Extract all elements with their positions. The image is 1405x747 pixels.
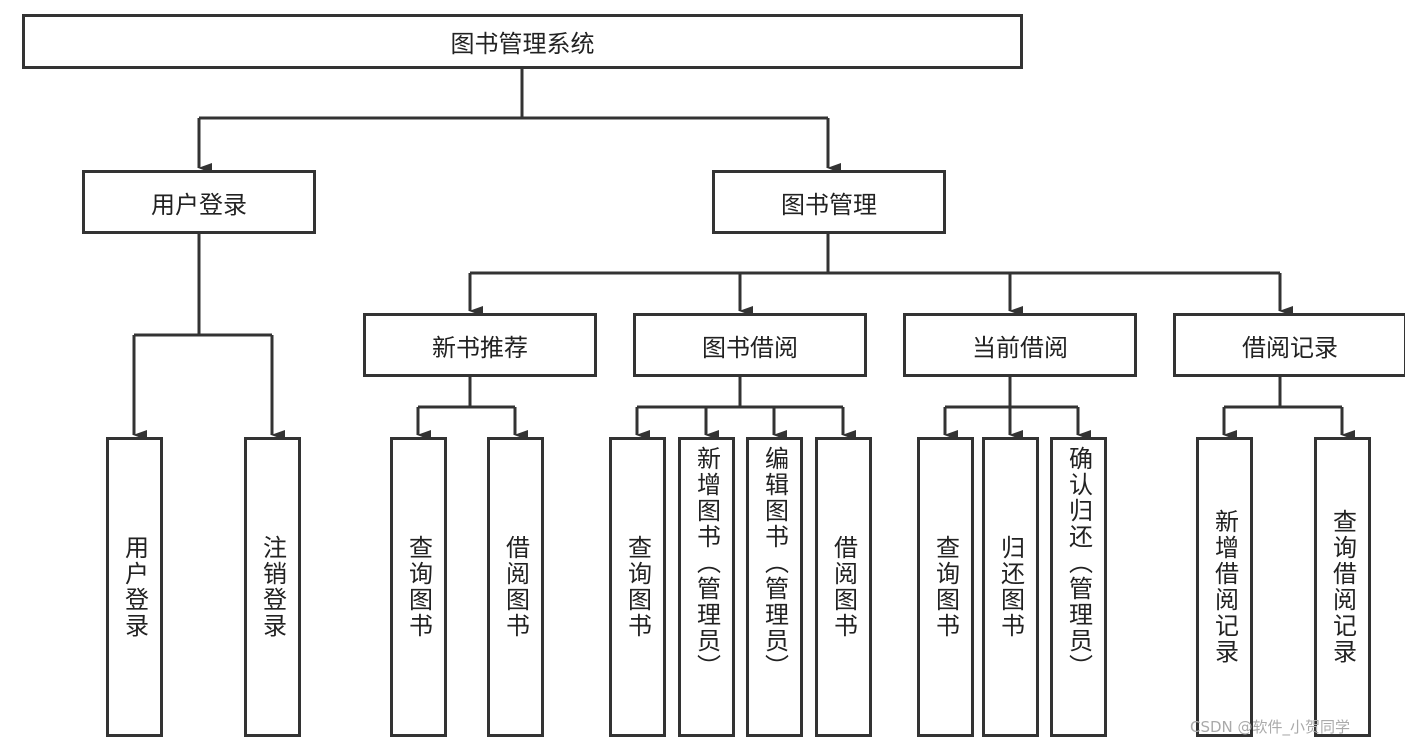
node-current-borrow: 当前借阅 (903, 313, 1137, 377)
leaf-confirm-return-admin: 确认归还（管理员） (1050, 437, 1107, 737)
leaf-logout: 注销登录 (244, 437, 301, 737)
leaf-edit-book-admin: 编辑图书（管理员） (746, 437, 803, 737)
node-book-management: 图书管理 (712, 170, 946, 234)
current-connector (945, 377, 1078, 409)
leaf-return-books: 归还图书 (982, 437, 1039, 737)
node-user-login: 用户登录 (82, 170, 316, 234)
leaf-borrow-books: 借阅图书 (815, 437, 872, 737)
watermark: CSDN @软件_小贺同学 (1190, 718, 1351, 736)
leaf-query-books: 查询图书 (917, 437, 974, 737)
borrow-connector (637, 377, 843, 409)
node-new-books: 新书推荐 (363, 313, 597, 377)
leaf-query-books: 查询图书 (609, 437, 666, 737)
new-books-connector (418, 377, 515, 409)
root-node: 图书管理系统 (22, 14, 1023, 69)
leaf-add-borrow-record: 新增借阅记录 (1196, 437, 1253, 737)
leaf-borrow-books: 借阅图书 (487, 437, 544, 737)
leaf-add-book-admin: 新增图书（管理员） (678, 437, 735, 737)
records-connector (1224, 377, 1342, 409)
node-borrow: 图书借阅 (633, 313, 867, 377)
leaf-user-login: 用户登录 (106, 437, 163, 737)
leaf-query-borrow-record: 查询借阅记录 (1314, 437, 1371, 737)
root-connector (199, 68, 828, 120)
book-mgmt-connector (470, 234, 1280, 275)
node-borrow-records: 借阅记录 (1173, 313, 1405, 377)
leaf-query-books: 查询图书 (390, 437, 447, 737)
user-login-connector (134, 234, 272, 337)
